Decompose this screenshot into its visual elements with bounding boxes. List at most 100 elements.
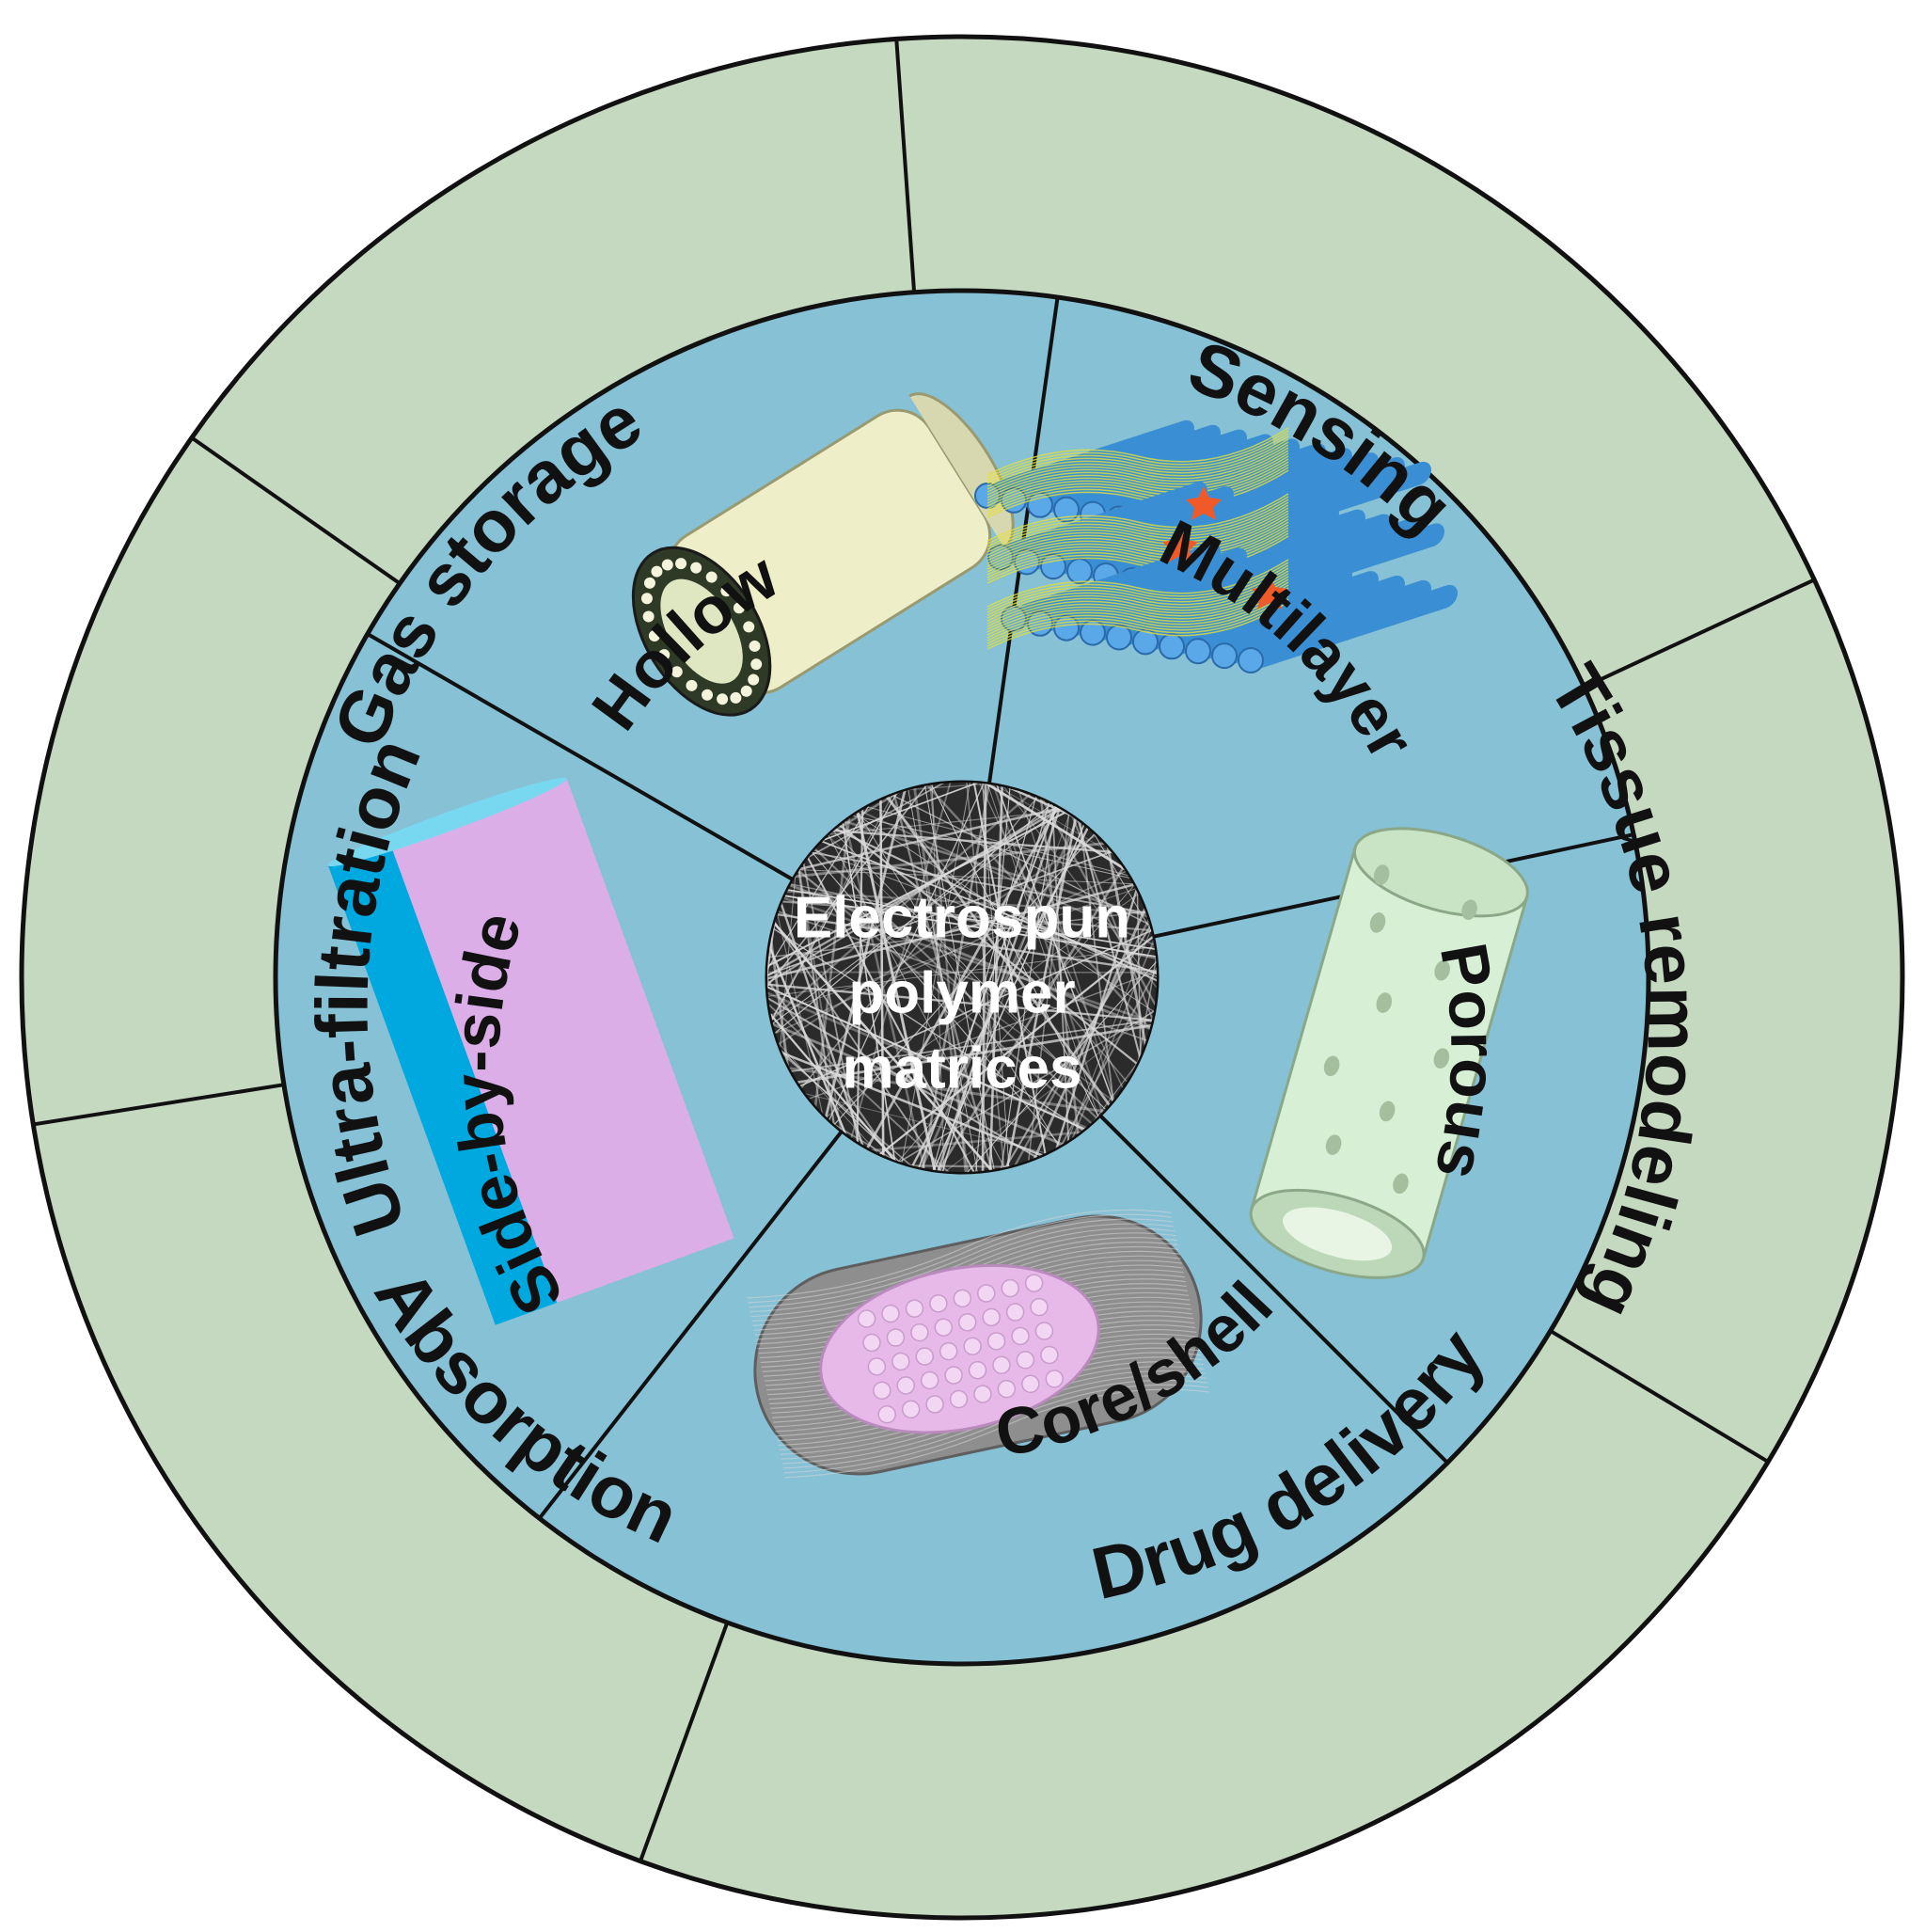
wall-pore-dot [743,621,755,633]
fiber-strand [854,783,1143,1150]
fiber-strand [767,812,901,1172]
fiber-strand [800,797,1128,1163]
fiber-strand [898,783,1100,1172]
nanofiber-strand [986,601,1289,650]
core-strand-end [1016,1351,1035,1370]
nanofiber-strand [986,518,1289,567]
nanofiber-strand [986,524,1289,573]
fiber-strand [931,783,1157,1083]
nanofiber-strand [986,461,1289,510]
fiber-strand [902,809,1157,1172]
fiber-strand [998,783,1157,1094]
nanofiber-strand [986,427,1289,476]
fiber-strand [991,783,1065,1172]
fiber-strand [1018,807,1157,1172]
fiber-strand [898,884,1157,1172]
fiber-strand [767,868,971,1172]
hollow-fiber-lumen [660,578,743,684]
fiber-strand [767,895,1157,936]
nanofiber-strand [986,598,1289,647]
nanofiber-strand [986,521,1289,570]
core-strand-end [1024,1274,1044,1292]
core-strand-end [986,1332,1006,1351]
nanofiber-strand [986,559,1289,608]
side-by-side-top [327,777,567,867]
nanofiber-strand [986,578,1289,627]
nanofiber-strand [986,493,1289,542]
fiber-strand [767,871,1157,1033]
wall-pore-dot [642,610,655,623]
core-strand-end [920,1370,939,1390]
core-strand-end [968,1360,987,1380]
core-strand-end [977,1284,996,1303]
wall-pore-dot [750,658,763,671]
fiber-strand [767,950,1157,1120]
core-strand-end [944,1366,963,1385]
shell-strand [783,1384,1208,1474]
core-strand-end [925,1395,944,1414]
core-strand-end [997,1379,1017,1399]
core-strand-end [973,1385,992,1403]
fiber-strand [1021,783,1157,1146]
fiber-strand [767,938,1019,1172]
nanofiber-strand [986,467,1289,515]
fiber-strand [767,838,1157,927]
fiber-strand [767,940,1157,1004]
fiber-strand [965,783,1121,1172]
core-strand-end [896,1376,915,1395]
core-strand-end [915,1347,935,1366]
nanofiber-strand [986,441,1289,490]
surface-pore [1323,1055,1340,1077]
nanofiber-strand [986,469,1289,518]
wall-pore-dot [702,689,714,701]
fiber-strand [767,783,1135,1003]
core-strand-end [886,1328,906,1347]
nanofiber-strand [986,455,1289,504]
nanofiber-strand [986,450,1289,499]
wall-pore-dot [730,691,742,704]
nanofiber-strand [986,595,1289,644]
core-strand-end [1030,1297,1049,1317]
fiber-strand [970,783,1016,1172]
nanofiber-strand [986,515,1289,564]
core-strand-end [982,1307,1001,1327]
fiber-strand [767,957,1150,1160]
rod-end [1080,619,1106,646]
outer-divider-line [32,1083,285,1127]
fiber-strand [806,783,924,1172]
fiber-strand [767,841,1154,1131]
fiber-strand [774,800,1157,1010]
surface-pore [1393,1173,1409,1195]
fiber-strand [767,783,855,1172]
wall-pore-dot [717,693,729,705]
core-strand-end [939,1341,958,1361]
wall-pore-dot [640,593,653,605]
core-strand-end [857,1309,876,1328]
fiber-strand [767,848,1157,1056]
fiber-strand [857,837,1157,1172]
side-by-side-fiber-icon [327,777,734,1325]
red-star-marker [1162,529,1198,562]
nanofiber-strand [986,447,1289,496]
fiber-strand [767,783,1113,1064]
rod-end [1159,633,1185,660]
nanofiber-strand [986,584,1289,633]
wall-pore-dot [661,559,673,571]
hollow-fiber-icon [631,392,1015,717]
shell-strand [748,1213,1173,1304]
wall-pore-dot [749,640,761,652]
outer-divider-line [1549,1329,1770,1464]
core-strand-end [929,1294,948,1313]
core-strand-end [873,1381,891,1401]
fiber-strand [803,783,1009,1172]
shell-strand [749,1223,1175,1313]
core-strand-end [963,1337,982,1355]
nanofiber-strand [986,430,1289,479]
wall-pore-dot [686,679,698,691]
fiber-strand [964,827,1157,1172]
hollow-fiber-end [908,392,1015,549]
porous-fiber-top [1352,827,1529,918]
nanofiber-strand [986,444,1289,493]
core-strand-end [881,1304,900,1323]
fiber-strand [951,836,1157,1172]
